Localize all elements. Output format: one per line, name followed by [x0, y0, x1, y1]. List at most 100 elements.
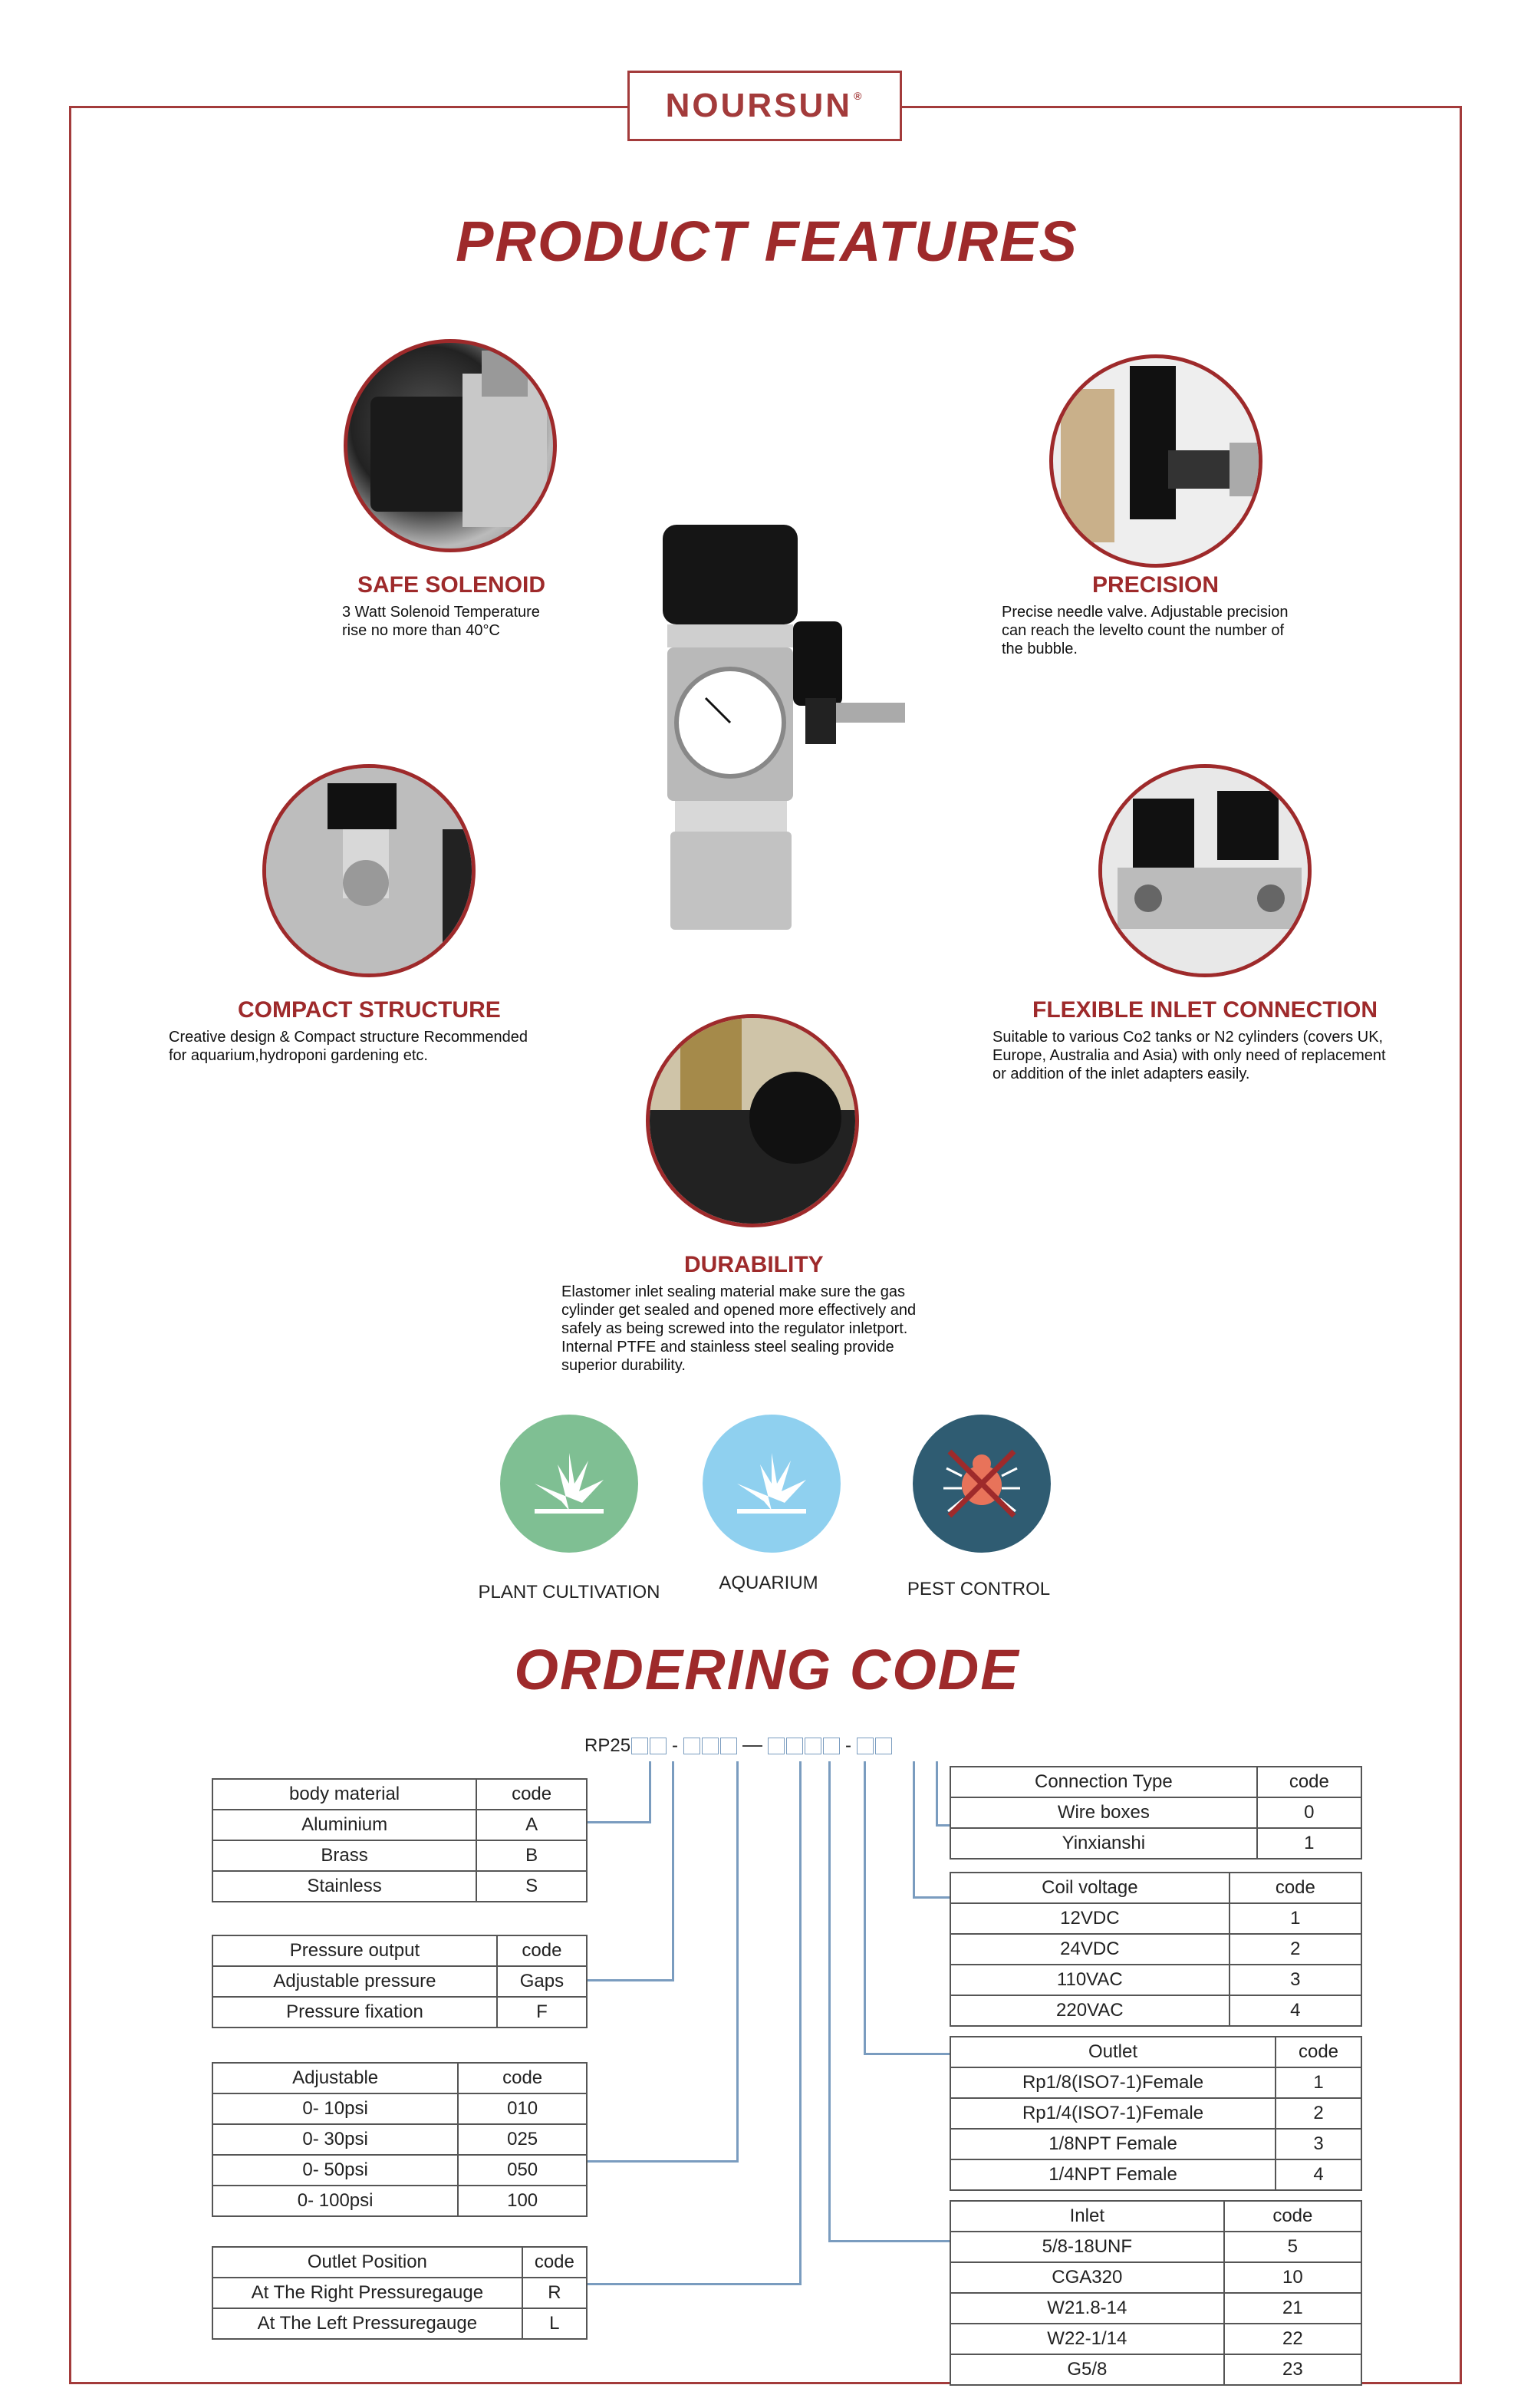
table-cell: At The Left Pressuregauge	[212, 2308, 523, 2340]
table-cell: G5/8	[950, 2354, 1225, 2386]
app-label: PEST CONTROL	[907, 1579, 1051, 1599]
table-cell: W22-1/14	[950, 2323, 1225, 2355]
connector-line	[588, 1979, 674, 1981]
table-cell: Pressure fixation	[212, 1996, 498, 2028]
table-cell: 12VDC	[950, 1902, 1230, 1935]
feature-desc: Suitable to various Co2 tanks or N2 cyli…	[992, 1029, 1386, 1082]
table-cell: Stainless	[211, 1870, 478, 1902]
table-cell: 1	[1256, 1827, 1363, 1860]
app-label: PLANT CULTIVATION	[478, 1582, 660, 1603]
table-cell: CGA320	[950, 2261, 1225, 2294]
table-cell: 10	[1223, 2261, 1363, 2294]
table-cell: 0- 50psi	[211, 2154, 459, 2186]
table-cell: Inlet	[950, 2200, 1225, 2232]
compact-structure-photo	[262, 764, 476, 977]
table-cell: Rp1/4(ISO7-1)Female	[949, 2097, 1277, 2130]
features-heading: PRODUCT FEATURES	[456, 209, 1078, 273]
connector-line	[588, 1821, 651, 1823]
feature-desc: Precise needle valve. Adjustable precisi…	[1002, 604, 1289, 657]
connector-line	[828, 2240, 950, 2242]
connector-line	[913, 1761, 915, 1898]
table-cell: 1	[1275, 2067, 1362, 2099]
table-cell: Pressure output	[212, 1935, 498, 1967]
table-cell: Brass	[211, 1840, 478, 1872]
table-cell: R	[521, 2277, 588, 2309]
table-cell: 1/8NPT Female	[949, 2128, 1277, 2160]
table-cell: Adjustable	[211, 2062, 459, 2094]
brand-box: NOURSUN®	[627, 71, 902, 141]
table-cell: code	[1275, 2036, 1362, 2068]
table-cell: Yinxianshi	[950, 1827, 1258, 1860]
table-cell: W21.8-14	[950, 2292, 1225, 2324]
table-cell: 0	[1256, 1797, 1363, 1829]
ordering-heading: ORDERING CODE	[514, 1638, 1020, 1701]
connector-line	[672, 1761, 674, 1981]
table-cell: code	[1228, 1872, 1363, 1904]
connector-line	[649, 1761, 651, 1823]
table-cell: L	[521, 2308, 588, 2340]
connector-line	[913, 1896, 950, 1899]
feature-desc: Elastomer inlet sealing material make su…	[561, 1283, 917, 1374]
table-cell: Wire boxes	[950, 1797, 1258, 1829]
table-cell: 22	[1223, 2323, 1363, 2355]
table-cell: 21	[1223, 2292, 1363, 2324]
table-cell: B	[476, 1840, 588, 1872]
table-cell: code	[457, 2062, 588, 2094]
table-cell: 1/4NPT Female	[949, 2159, 1277, 2191]
app-label: AQUARIUM	[719, 1573, 818, 1593]
inlet-connection-photo	[1098, 764, 1312, 977]
table-cell: 050	[457, 2154, 588, 2186]
table-cell: F	[495, 1996, 588, 2028]
table-cell: code	[1223, 2200, 1363, 2232]
table-cell: 2	[1275, 2097, 1362, 2130]
table-cell: 4	[1275, 2159, 1362, 2191]
table-cell: 5/8-18UNF	[950, 2231, 1225, 2263]
table-cell: Coil voltage	[950, 1872, 1230, 1904]
connector-line	[828, 1761, 831, 2242]
feature-title: COMPACT STRUCTURE	[238, 997, 501, 1023]
table-cell: 220VAC	[950, 1995, 1230, 2027]
solenoid-photo	[344, 339, 557, 552]
table-cell: Outlet	[949, 2036, 1277, 2068]
table-cell: 3	[1228, 1964, 1363, 1996]
feature-title: SAFE SOLENOID	[357, 572, 546, 598]
durability-photo	[646, 1014, 859, 1227]
table-cell: 110VAC	[950, 1964, 1230, 1996]
table-cell: 23	[1223, 2354, 1363, 2386]
table-cell: body material	[211, 1778, 478, 1810]
table-cell: 100	[457, 2185, 588, 2217]
table-cell: Gaps	[495, 1965, 588, 1998]
feature-title: PRECISION	[1092, 572, 1220, 598]
connector-line	[864, 2053, 950, 2055]
table-cell: 010	[457, 2093, 588, 2125]
plant-cultivation-icon	[500, 1415, 638, 1553]
table-cell: code	[476, 1778, 588, 1810]
pest-control-icon	[913, 1415, 1051, 1553]
connector-line	[799, 1761, 802, 2284]
connector-line	[864, 1761, 866, 2054]
table-cell: Aluminium	[211, 1809, 478, 1841]
table-cell: Adjustable pressure	[212, 1965, 498, 1998]
feature-desc: Creative design & Compact structure Reco…	[169, 1029, 528, 1064]
table-cell: 3	[1275, 2128, 1362, 2160]
table-cell: 24VDC	[950, 1933, 1230, 1965]
brand-logo: NOURSUN®	[665, 87, 864, 124]
aquarium-icon	[703, 1415, 841, 1553]
table-cell: 4	[1228, 1995, 1363, 2027]
connector-line	[736, 1761, 739, 2162]
connector-line	[936, 1761, 938, 1826]
feature-title: FLEXIBLE INLET CONNECTION	[1032, 997, 1378, 1023]
table-cell: S	[476, 1870, 588, 1902]
table-cell: 5	[1223, 2231, 1363, 2263]
table-cell: Outlet Position	[212, 2246, 523, 2278]
table-cell: 1	[1228, 1902, 1363, 1935]
table-cell: 0- 100psi	[211, 2185, 459, 2217]
